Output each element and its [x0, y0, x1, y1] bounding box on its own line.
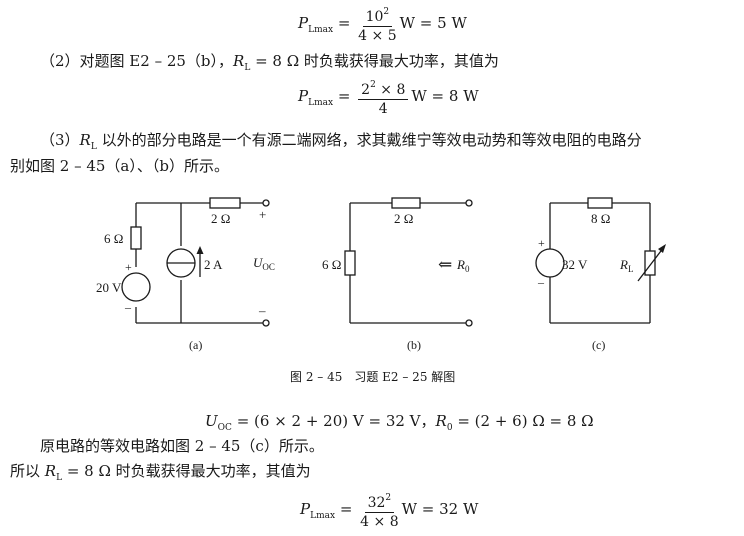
circuit-a-wires — [135, 202, 264, 324]
paragraph-5: 所以 RL = 8 Ω 时负载获得最大功率，其值为 — [10, 461, 311, 488]
eq3-u-rhs: = (6 × 2 + 20) V = 32 V， — [231, 412, 436, 430]
eq2-lhs: P — [298, 87, 309, 105]
equation-pmax-1: PLmax = 102 4 × 5 W = 5 W — [298, 4, 467, 44]
para2-r: R — [233, 52, 245, 70]
eq4-num-base: 32 — [367, 495, 386, 511]
terminal-a-bottom — [262, 319, 270, 327]
eq3-u: U — [205, 412, 218, 430]
resistor-2ohm-a — [209, 197, 241, 209]
eq3-r-rhs: = (2 + 6) Ω = 8 Ω — [452, 412, 594, 430]
current-arrow-head-icon — [196, 246, 204, 254]
eq2-num-base: 2 — [361, 82, 371, 98]
eq4-lhs-sub: Lmax — [310, 511, 336, 521]
label-b-r-left: 6 Ω — [322, 257, 341, 272]
label-a-plus-top: + — [259, 207, 266, 222]
label-c-r-top: 8 Ω — [591, 211, 610, 226]
variable-resistor-rl — [644, 250, 656, 276]
eq4-rhs: W = 32 W — [401, 500, 479, 518]
label-c-rl: RL — [619, 257, 633, 274]
resistor-6ohm-a — [130, 226, 142, 250]
eq2-rhs: W = 8 W — [411, 87, 479, 105]
circuit-figure-2-45: 6 Ω 2 Ω 20 V 2 A + – + – UOC (a) 2 Ω 6 Ω… — [96, 197, 666, 352]
resistor-6ohm-b — [344, 250, 356, 276]
circuit-b-wires — [349, 202, 466, 324]
eq4-den: 4 × 8 — [360, 514, 399, 530]
figure-label-b: (b) — [407, 338, 421, 352]
eq1-lhs-sub: Lmax — [308, 25, 334, 35]
label-a-minus-bottom: – — [258, 303, 266, 318]
label-b-arrow: ⇐ — [438, 255, 452, 274]
equation-pmax-2: PLmax = 22 × 8 4 W = 8 W — [298, 77, 479, 117]
eq1-num-base: 10 — [365, 9, 384, 25]
eq1-fraction: 102 4 × 5 — [358, 4, 396, 44]
label-a-vsrc: 20 V — [96, 280, 122, 295]
label-a-r-top: 2 Ω — [211, 211, 230, 226]
label-a-isrc: 2 A — [204, 257, 223, 272]
variable-arrow-icon — [637, 246, 665, 282]
eq1-den: 4 × 5 — [358, 28, 397, 44]
terminal-b-top — [465, 199, 473, 207]
terminal-a-top — [262, 199, 270, 207]
para3-prefix: （3） — [40, 131, 80, 149]
para5-prefix: 所以 — [10, 462, 45, 480]
eq2-den: 4 — [378, 101, 388, 117]
resistor-2ohm-b — [391, 197, 421, 209]
para2-prefix: （2）对题图 E2 – 25（b）， — [40, 52, 234, 70]
para5-r: R — [44, 462, 57, 480]
eq4-lhs: P — [300, 500, 311, 518]
eq2-num-exp: 2 — [370, 80, 376, 90]
eq1-rhs: W = 5 W — [399, 14, 467, 32]
label-a-src-minus: – — [124, 300, 132, 314]
circuit-c-wires — [549, 202, 651, 324]
para3-r: R — [79, 131, 91, 149]
eq3-r: R — [435, 412, 447, 430]
label-c-vsrc: 32 V — [562, 257, 588, 272]
para2-r-sub: L — [244, 63, 251, 73]
eq2-fraction: 22 × 8 4 — [358, 77, 409, 117]
figure-label-a: (a) — [189, 338, 202, 352]
paragraph-4: 原电路的等效电路如图 2 – 45（c）所示。 — [40, 437, 324, 455]
eq1-lhs: P — [298, 14, 309, 32]
para5-r-sub: L — [56, 473, 63, 483]
figure-caption: 图 2 – 45 习题 E2 – 25 解图 — [290, 370, 456, 384]
variable-arrow-head-icon — [658, 244, 666, 253]
eq4-fraction: 322 4 × 8 — [360, 490, 398, 530]
voltage-source-20v — [121, 272, 151, 302]
paragraph-3-line-1: （3）RL 以外的部分电路是一个有源二端网络，求其戴维宁等效电动势和等效电阻的电… — [40, 130, 642, 157]
eq1-num-exp: 2 — [383, 7, 390, 17]
label-c-src-minus: – — [537, 275, 545, 289]
label-a-src-plus: + — [125, 260, 132, 274]
equation-pmax-3: PLmax = 322 4 × 8 W = 32 W — [300, 490, 478, 530]
paragraph-2: （2）对题图 E2 – 25（b），RL = 8 Ω 时负载获得最大功率，其值为 — [40, 51, 499, 78]
voltage-source-32v — [535, 248, 565, 278]
paragraph-3-line-2: 别如图 2 – 45（a）、（b）所示。 — [10, 157, 229, 175]
label-c-src-plus: + — [538, 236, 545, 250]
para5-suffix: = 8 Ω 时负载获得最大功率，其值为 — [62, 462, 311, 480]
eq2-num-rest: × 8 — [375, 82, 406, 98]
label-a-uoc: UOC — [253, 255, 275, 272]
label-b-r-top: 2 Ω — [394, 211, 413, 226]
resistor-8ohm-c — [587, 197, 613, 209]
para3-line1-rest: 以外的部分电路是一个有源二端网络，求其戴维宁等效电动势和等效电阻的电路分 — [96, 131, 642, 149]
eq2-lhs-sub: Lmax — [308, 98, 334, 108]
eq3-r-sub: 0 — [446, 423, 453, 433]
para3-r-sub: L — [90, 142, 97, 152]
para2-suffix: = 8 Ω 时负载获得最大功率，其值为 — [250, 52, 499, 70]
terminal-b-bottom — [465, 319, 473, 327]
eq3-u-sub: OC — [217, 423, 232, 433]
label-b-r0: R0 — [456, 257, 470, 274]
label-a-r-series: 6 Ω — [104, 231, 123, 246]
figure-label-c: (c) — [592, 338, 605, 352]
eq4-num-exp: 2 — [385, 493, 392, 503]
equation-uoc-r0: UOC = (6 × 2 + 20) V = 32 V，R0 = (2 + 6)… — [205, 410, 594, 433]
